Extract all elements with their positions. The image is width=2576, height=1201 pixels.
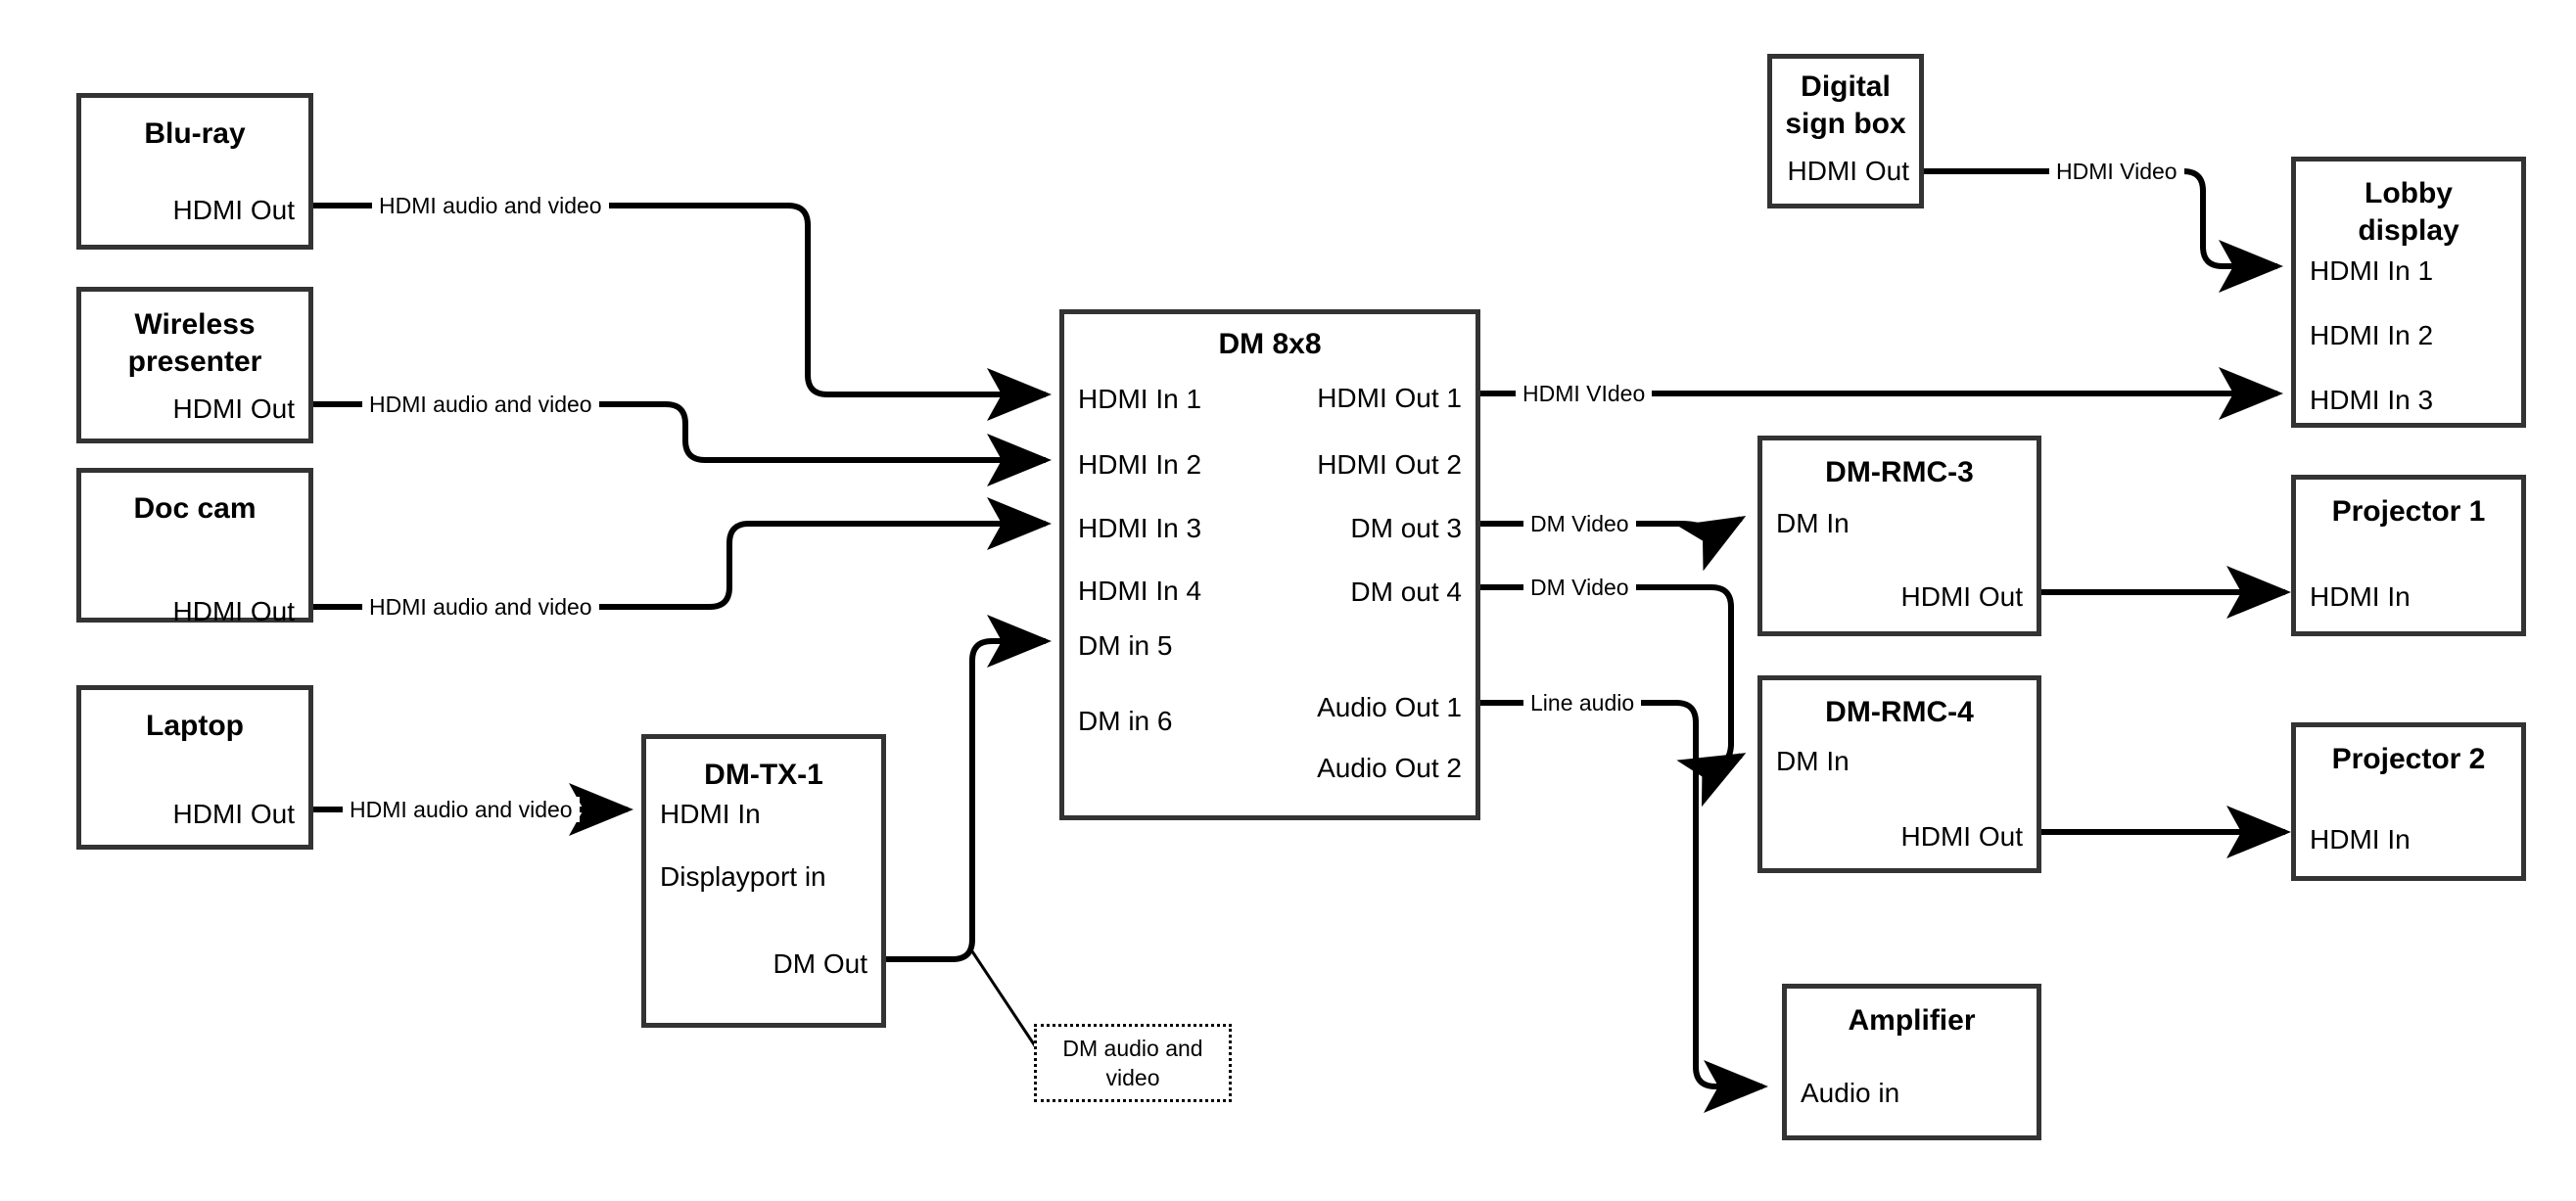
callout-dm-audio-and-video: DM audio and video <box>1034 1024 1232 1102</box>
device-dm-8x8-output-3: DM out 3 <box>1350 513 1462 543</box>
device-dm-tx-1[interactable]: DM-TX-1 HDMI In Displayport in DM Out <box>641 734 886 1028</box>
device-dm-tx-1-port-dm-out: DM Out <box>773 948 867 979</box>
device-dm-8x8-output-4: DM out 4 <box>1350 577 1462 607</box>
device-dm-8x8-output-audio-2: Audio Out 2 <box>1317 753 1462 783</box>
device-digital-sign-box-title: Digital sign box <box>1785 70 1906 140</box>
device-dm-8x8-title: DM 8x8 <box>1218 328 1322 360</box>
wire-label-wireless-to-dm: HDMI audio and video <box>362 392 599 417</box>
device-bluray-port-hdmi-out: HDMI Out <box>172 195 295 225</box>
device-amplifier[interactable]: Amplifier Audio in <box>1782 984 2041 1140</box>
wire-label-doccam-to-dm: HDMI audio and video <box>362 594 599 620</box>
device-dm-8x8-output-1: HDMI Out 1 <box>1317 383 1462 413</box>
device-dm-8x8-input-3: HDMI In 3 <box>1078 513 1202 543</box>
wire-label-dm-out-4-to-rmc4: DM Video <box>1523 575 1636 600</box>
device-dm-rmc-3[interactable]: DM-RMC-3 DM In HDMI Out <box>1757 436 2041 636</box>
device-projector-1-port-hdmi-in: HDMI In <box>2310 581 2411 612</box>
wire-label-bluray-to-dm: HDMI audio and video <box>372 193 609 218</box>
device-projector-1-title: Projector 1 <box>2331 495 2486 528</box>
device-dm-tx-1-port-displayport-in: Displayport in <box>660 861 826 892</box>
device-projector-2[interactable]: Projector 2 HDMI In <box>2291 722 2526 881</box>
wire-label-hdmi-out-1-to-lobby: HDMI VIdeo <box>1516 381 1653 406</box>
device-dm-8x8-input-1: HDMI In 1 <box>1078 384 1202 414</box>
device-dm-rmc-3-title: DM-RMC-3 <box>1825 456 1974 488</box>
device-laptop-title: Laptop <box>146 710 244 742</box>
device-laptop[interactable]: Laptop HDMI Out <box>76 685 313 850</box>
wire-label-sign-to-lobby: HDMI Video <box>2049 159 2184 184</box>
device-doc-cam-title: Doc cam <box>133 492 257 525</box>
device-amplifier-title: Amplifier <box>1848 1004 1976 1037</box>
device-wireless-presenter-port-hdmi-out: HDMI Out <box>172 393 295 424</box>
device-dm-tx-1-title: DM-TX-1 <box>704 759 823 791</box>
device-wireless-presenter[interactable]: Wireless presenter HDMI Out <box>76 287 313 443</box>
device-dm-rmc-4[interactable]: DM-RMC-4 DM In HDMI Out <box>1757 675 2041 873</box>
device-digital-sign-box-port-hdmi-out: HDMI Out <box>1787 156 1909 186</box>
device-dm-8x8-output-audio-1: Audio Out 1 <box>1317 692 1462 722</box>
device-doc-cam[interactable]: Doc cam HDMI Out <box>76 468 313 626</box>
device-dm-rmc-4-port-hdmi-out: HDMI Out <box>1900 821 2023 852</box>
device-dm-8x8-input-2: HDMI In 2 <box>1078 449 1202 480</box>
device-dm-rmc-4-title: DM-RMC-4 <box>1825 696 1974 728</box>
device-lobby-display[interactable]: Lobby display HDMI In 1 HDMI In 2 HDMI I… <box>2291 157 2526 428</box>
device-projector-2-port-hdmi-in: HDMI In <box>2310 824 2411 855</box>
device-wireless-presenter-title: Wireless presenter <box>127 308 262 378</box>
wire-label-audio-out-1-to-amp: Line audio <box>1523 690 1642 716</box>
device-dm-rmc-3-port-dm-in: DM In <box>1776 508 1850 538</box>
device-bluray[interactable]: Blu-ray HDMI Out <box>76 93 313 250</box>
device-amplifier-port-audio-in: Audio in <box>1801 1078 1900 1108</box>
device-projector-2-title: Projector 2 <box>2331 743 2486 775</box>
device-lobby-display-title: Lobby display <box>2358 177 2459 247</box>
device-lobby-display-port-hdmi-in-1: HDMI In 1 <box>2310 255 2434 286</box>
device-laptop-port-hdmi-out: HDMI Out <box>172 799 295 829</box>
device-dm-rmc-4-port-dm-in: DM In <box>1776 746 1850 776</box>
device-projector-1[interactable]: Projector 1 HDMI In <box>2291 475 2526 636</box>
device-dm-8x8-input-6: DM in 6 <box>1078 706 1173 736</box>
device-dm-8x8[interactable]: DM 8x8 HDMI In 1 HDMI In 2 HDMI In 3 HDM… <box>1059 309 1480 820</box>
device-dm-rmc-3-port-hdmi-out: HDMI Out <box>1900 581 2023 612</box>
device-dm-8x8-output-2: HDMI Out 2 <box>1317 449 1462 480</box>
wire-label-dm-out-3-to-rmc3: DM Video <box>1523 511 1636 536</box>
device-lobby-display-port-hdmi-in-2: HDMI In 2 <box>2310 320 2434 350</box>
device-dm-8x8-input-4: HDMI In 4 <box>1078 576 1202 606</box>
device-dm-8x8-input-5: DM in 5 <box>1078 630 1173 661</box>
device-dm-tx-1-port-hdmi-in: HDMI In <box>660 799 761 829</box>
device-bluray-title: Blu-ray <box>144 117 246 150</box>
device-lobby-display-port-hdmi-in-3: HDMI In 3 <box>2310 385 2434 415</box>
device-digital-sign-box[interactable]: Digital sign box HDMI Out <box>1767 54 1924 208</box>
device-doc-cam-port-hdmi-out: HDMI Out <box>172 596 295 626</box>
wire-label-laptop-to-tx: HDMI audio and video <box>343 797 580 822</box>
